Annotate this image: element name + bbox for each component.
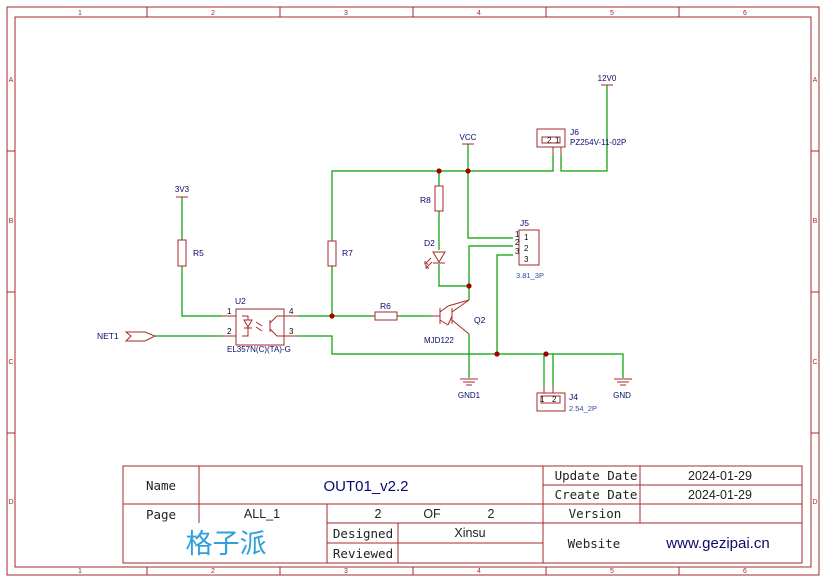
- j6-ref: J6: [570, 127, 579, 137]
- r7-ref: R7: [342, 248, 353, 258]
- j5-ref: J5: [520, 218, 529, 228]
- row-label-right: B: [813, 218, 818, 225]
- title-version-label: Version: [569, 506, 622, 521]
- j4-pin-2: 2: [552, 395, 557, 404]
- j6-pin-2: 2: [547, 136, 552, 145]
- zone-dividers: [7, 7, 819, 575]
- net1-port: NET1: [97, 331, 157, 342]
- col-label-bottom: 2: [211, 568, 215, 575]
- r8-ref: R8: [420, 195, 431, 205]
- j4-ref: J4: [569, 392, 578, 402]
- col-label-bottom: 1: [78, 568, 82, 575]
- title-create-value: 2024-01-29: [688, 488, 752, 502]
- row-label-left: D: [8, 499, 13, 506]
- title-designed-value: Xinsu: [454, 526, 485, 540]
- title-page-total: 2: [488, 507, 495, 521]
- col-label-bottom: 5: [610, 568, 614, 575]
- col-label-top: 3: [344, 10, 348, 17]
- row-label-left: A: [9, 77, 14, 84]
- power-vcc: VCC: [460, 133, 477, 145]
- col-label-bottom: 4: [477, 568, 481, 575]
- j6-pin-1: 1: [555, 136, 560, 145]
- u2-pin-1: 1: [227, 307, 232, 316]
- col-label-bottom: 6: [743, 568, 747, 575]
- j5-value: 3.81_3P: [516, 271, 544, 280]
- u2-value: EL357N(C)(TA)-G: [227, 345, 291, 354]
- zone-labels: 1 2 3 4 5 6 1 2 3 4 5 6 A B C D A B C D: [8, 10, 817, 575]
- d2-ref: D2: [424, 238, 435, 248]
- r6-ref: R6: [380, 301, 391, 311]
- junctions: [329, 168, 549, 357]
- u2-pin-2: 2: [227, 327, 232, 336]
- power-12v0: 12V0: [598, 74, 617, 86]
- title-update-value: 2024-01-29: [688, 469, 752, 483]
- j6-value: PZ254V-11-02P: [570, 138, 626, 147]
- title-block: Name OUT01_v2.2 Page ALL_1 2 OF 2 格子派 De…: [122, 465, 803, 564]
- ground-gnd-label: GND: [613, 391, 631, 400]
- title-page-label: Page: [146, 507, 176, 522]
- net1-label: NET1: [97, 331, 119, 341]
- title-page-num: 2: [375, 507, 382, 521]
- title-page-value: ALL_1: [244, 507, 280, 521]
- col-label-top: 4: [477, 10, 481, 17]
- connector-j4: 1 2 J4 2.54_2P: [536, 386, 597, 413]
- title-of-label: OF: [423, 507, 441, 521]
- col-label-top: 1: [78, 10, 82, 17]
- power-12v0-label: 12V0: [598, 74, 617, 83]
- title-website-value: www.gezipai.cn: [665, 535, 769, 552]
- q2-ref: Q2: [474, 315, 486, 325]
- optocoupler-u2: 1 2 3 4 U2 EL357N(C)(TA)-G: [222, 296, 298, 354]
- title-name-label: Name: [146, 478, 176, 493]
- j5-pin-2: 2: [515, 238, 520, 247]
- col-label-bottom: 3: [344, 568, 348, 575]
- resistor-r5: R5: [177, 239, 204, 267]
- j5-conn-pin-3: 3: [524, 255, 529, 264]
- power-vcc-label: VCC: [460, 133, 477, 142]
- row-label-left: B: [9, 218, 14, 225]
- col-label-top: 6: [743, 10, 747, 17]
- r5-ref: R5: [193, 248, 204, 258]
- ground-gnd1-symbol: GND1: [458, 378, 481, 400]
- j5-conn-pin-1: 1: [524, 233, 529, 242]
- connector-j6: 2 1 J6 PZ254V-11-02P: [536, 127, 626, 155]
- row-label-right: D: [812, 499, 817, 506]
- transistor-q2: Q2 MJD122: [424, 299, 486, 345]
- u2-pin-3: 3: [289, 327, 294, 336]
- row-label-right: A: [813, 77, 818, 84]
- title-create-label: Create Date: [555, 487, 638, 502]
- wires: [155, 85, 624, 386]
- j4-value: 2.54_2P: [569, 404, 597, 413]
- power-3v3-label: 3V3: [175, 185, 190, 194]
- row-label-left: C: [8, 359, 13, 366]
- q2-value: MJD122: [424, 336, 454, 345]
- title-update-label: Update Date: [555, 468, 638, 483]
- u2-ref: U2: [235, 296, 246, 306]
- resistor-r7: R7: [327, 240, 353, 267]
- led-d2: D2: [424, 238, 446, 269]
- ground-gnd-symbol: GND: [613, 378, 632, 400]
- j5-conn-pin-2: 2: [524, 244, 529, 253]
- brand-logo-text: 格子派: [186, 529, 267, 560]
- j5-pin-1: 1: [515, 230, 520, 239]
- col-label-top: 5: [610, 10, 614, 17]
- title-name-value: OUT01_v2.2: [323, 478, 408, 495]
- resistor-r8: R8: [420, 185, 444, 212]
- title-website-label: Website: [568, 536, 621, 551]
- resistor-r6: R6: [374, 301, 398, 321]
- connector-j5: 1 2 3 1 2 3 J5 3.81_3P: [515, 218, 544, 280]
- col-label-top: 2: [211, 10, 215, 17]
- j4-pin-1: 1: [540, 395, 545, 404]
- u2-pin-4: 4: [289, 307, 294, 316]
- j5-pin-3: 3: [515, 247, 520, 256]
- title-designed-label: Designed: [333, 526, 393, 541]
- power-3v3: 3V3: [175, 185, 190, 198]
- title-reviewed-label: Reviewed: [333, 546, 393, 561]
- ground-gnd1-label: GND1: [458, 391, 481, 400]
- row-label-right: C: [812, 359, 817, 366]
